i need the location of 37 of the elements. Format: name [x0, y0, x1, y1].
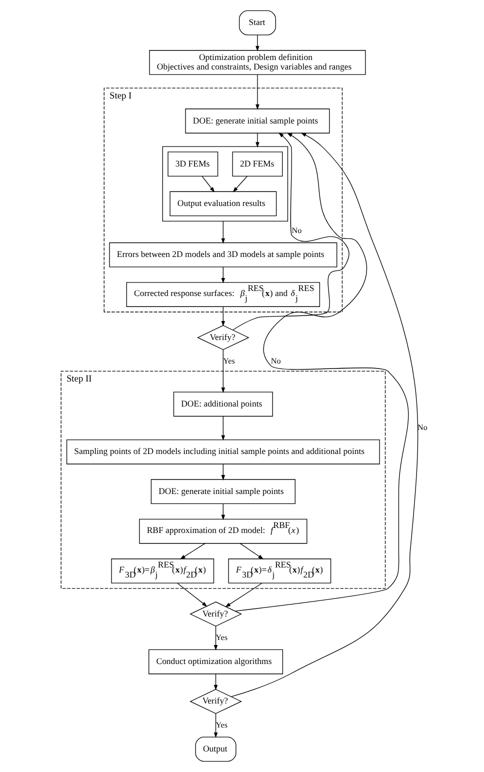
arrow — [214, 713, 218, 738]
node-box: Conduct optimization algorithms — [148, 649, 284, 674]
arrow — [240, 543, 264, 560]
node-box: Sampling points of 2D models including initial sample points and additional points — [66, 439, 380, 464]
node-box: 3D FEMs — [168, 152, 218, 176]
arrow — [221, 464, 226, 480]
arrow — [232, 132, 350, 330]
node-box: Optimization problem definition Objectives and constraints, Design variables and ranges — [149, 50, 366, 75]
cluster — [162, 146, 288, 222]
node-box: DOE: generate initial sample points — [185, 108, 330, 134]
arrow — [221, 416, 226, 441]
arrow — [230, 132, 418, 698]
node-diamond: Verify? — [190, 688, 242, 714]
arrow — [202, 176, 215, 192]
arrow — [180, 543, 206, 560]
arrow — [221, 306, 226, 326]
arrow — [221, 220, 226, 244]
node-box: Errors between 2D models and 3D models at sample points — [109, 242, 338, 268]
node-diamond: Verify? — [196, 325, 250, 350]
arrow — [214, 674, 218, 690]
arrow — [214, 626, 218, 650]
arrow — [256, 34, 260, 52]
arrow — [177, 582, 208, 607]
arrow — [256, 132, 260, 148]
node-box: DOE: additional points — [173, 392, 273, 417]
arrow — [221, 266, 226, 284]
arrow — [225, 582, 262, 608]
node-box: Output — [195, 736, 236, 762]
arrow — [221, 503, 226, 520]
arrow — [221, 350, 226, 393]
arrow — [256, 74, 260, 110]
node-box: Output evaluation results — [170, 191, 277, 216]
arrow — [235, 132, 409, 612]
node-box: 2D FEMs — [232, 152, 283, 176]
arrow — [232, 176, 248, 192]
node-box: DOE: generate initial sample points — [150, 479, 296, 504]
node-box: Start — [238, 10, 276, 36]
